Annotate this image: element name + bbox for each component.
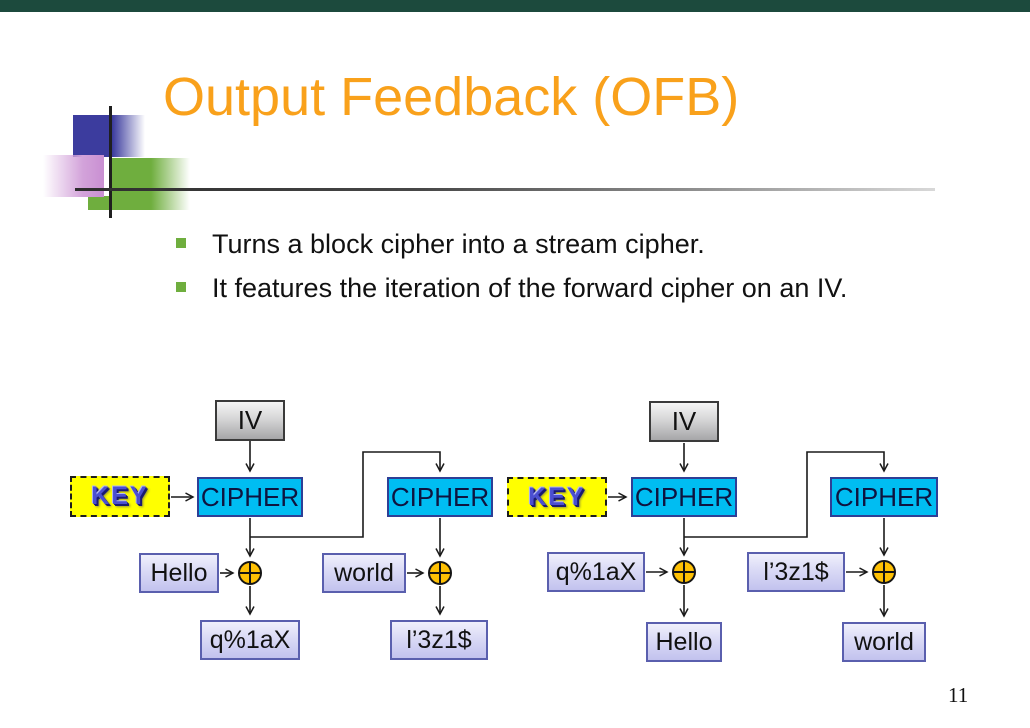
bullet-item: It features the iteration of the forward… — [176, 266, 914, 310]
key-box: KEY — [70, 476, 170, 517]
bullet-text: Turns a block cipher into a stream ciphe… — [212, 229, 705, 259]
cipher-box: CIPHER — [197, 477, 303, 517]
plaintext-box: Hello — [139, 553, 219, 593]
plaintext-box: Hello — [646, 622, 722, 662]
bullet-text: It features the iteration of the forward… — [212, 273, 848, 303]
green-square-tab-decoration — [88, 196, 114, 210]
green-square-decoration — [112, 158, 190, 210]
cipher-box: CIPHER — [387, 477, 493, 517]
page-number: 11 — [948, 683, 969, 707]
vertical-line-decoration — [109, 106, 112, 218]
ciphertext-box: q%1aX — [547, 552, 645, 592]
plaintext-box: world — [842, 622, 926, 662]
xor-icon — [428, 561, 452, 585]
iv-box: IV — [215, 400, 285, 441]
bullet-square-icon — [176, 238, 186, 248]
title-underline — [75, 188, 935, 191]
bullet-list: Turns a block cipher into a stream ciphe… — [176, 222, 914, 310]
ciphertext-box: l’3z1$ — [390, 620, 488, 660]
iv-box: IV — [649, 401, 719, 442]
xor-icon — [238, 561, 262, 585]
ciphertext-box: l’3z1$ — [747, 552, 845, 592]
xor-icon — [872, 560, 896, 584]
slide-title: Output Feedback (OFB) — [163, 67, 740, 127]
plaintext-box: world — [322, 553, 406, 593]
key-box: KEY — [507, 477, 607, 517]
cipher-box: CIPHER — [631, 477, 737, 517]
ciphertext-box: q%1aX — [200, 620, 300, 660]
bullet-item: Turns a block cipher into a stream ciphe… — [176, 222, 914, 266]
xor-icon — [672, 560, 696, 584]
top-bar — [0, 0, 1030, 12]
cipher-box: CIPHER — [830, 477, 938, 517]
bullet-square-icon — [176, 282, 186, 292]
